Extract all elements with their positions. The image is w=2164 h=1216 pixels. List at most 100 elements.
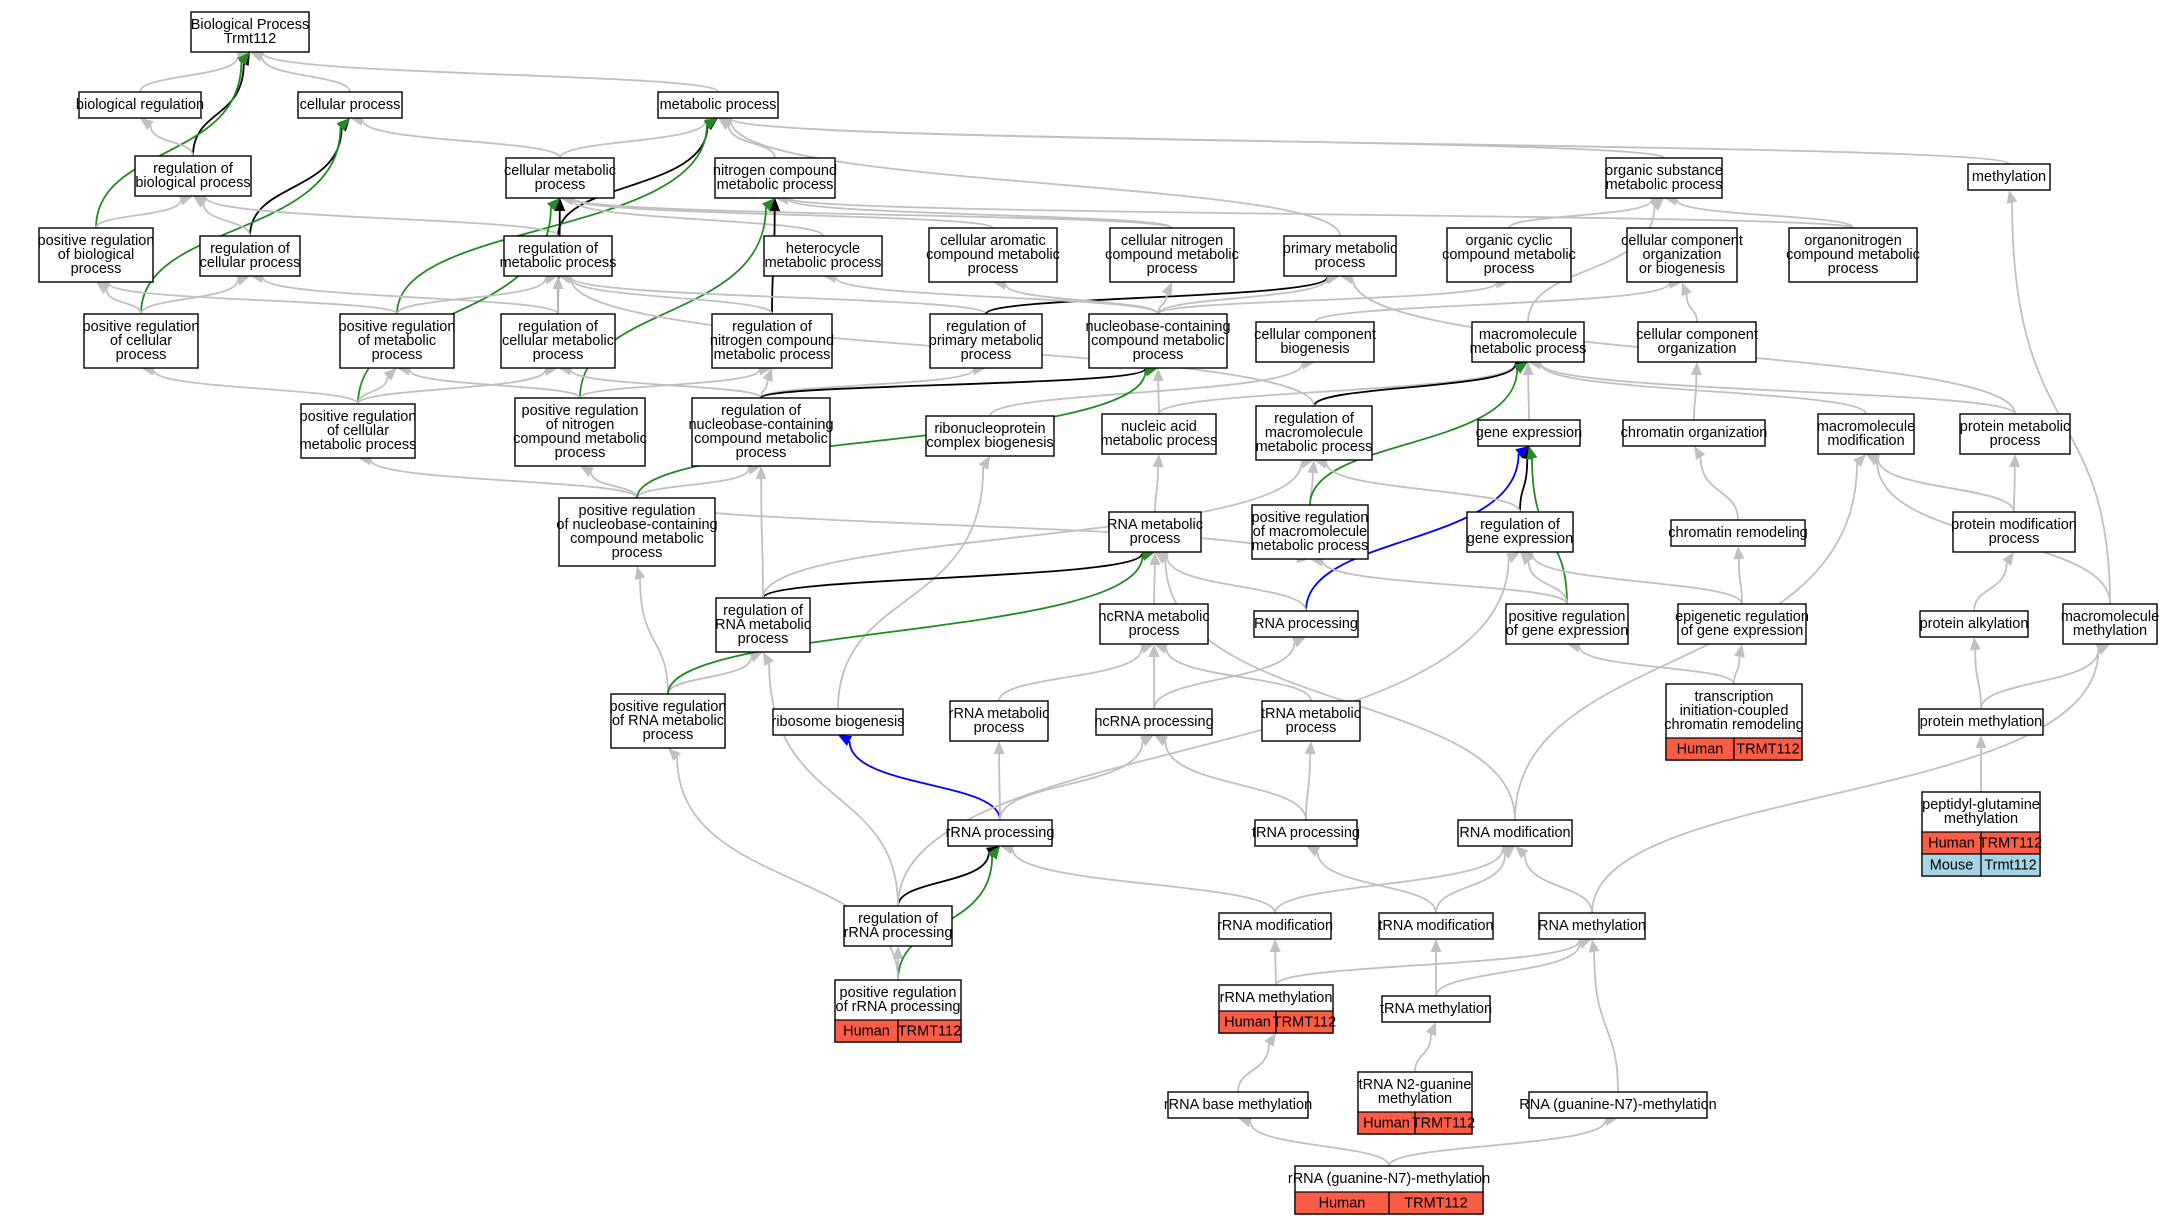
go-term-node[interactable]: rRNA processing (946, 819, 1055, 847)
node-box (503, 235, 613, 277)
go-term-node[interactable]: tRNA processing (1252, 819, 1360, 847)
node-label-line: transcription (1695, 689, 1774, 705)
go-term-node[interactable]: biological regulation (76, 91, 204, 119)
node-box (300, 403, 416, 459)
go-term-node[interactable]: RNA modification (1457, 819, 1573, 847)
node-label-line: positive regulation (1252, 510, 1369, 526)
node-box (1605, 157, 1723, 199)
go-term-node[interactable]: transcriptioninitiation-coupledchromatin… (1664, 683, 1804, 761)
node-label-line: process (1133, 347, 1184, 363)
node-label-line: compound metabolic (1091, 333, 1225, 349)
go-term-node[interactable]: chromatin remodeling (1668, 519, 1808, 547)
go-term-node[interactable]: regulation ofnucleobase-containingcompou… (688, 397, 834, 467)
go-term-node[interactable]: protein methylation (1918, 708, 2044, 736)
gene-cell (1733, 737, 1803, 761)
node-label-line: positive regulation (610, 699, 727, 715)
go-term-node[interactable]: cellular process (297, 91, 403, 119)
edge-rrnamod-to-rnamod (1274, 844, 1515, 914)
go-term-node[interactable]: ribosome biogenesis (772, 708, 905, 736)
edge-regmacro-to-macromet (1313, 359, 1528, 407)
go-term-node[interactable]: rRNA base methylation (1164, 1091, 1312, 1119)
edge-protmet-to-macromet (1528, 357, 2016, 415)
go-term-node[interactable]: ncRNA processing (1094, 708, 1214, 736)
go-term-node[interactable]: gene expression (1476, 419, 1582, 447)
node-label-line: RNA modification (1459, 825, 1570, 841)
node-box (339, 313, 455, 369)
go-term-node[interactable]: rRNA modification (1217, 912, 1333, 940)
node-box (691, 397, 831, 467)
node-label-line: of gene expression (1506, 623, 1629, 639)
gene-cell (897, 1019, 962, 1043)
go-term-node[interactable]: RNA processing (1253, 610, 1359, 638)
go-term-node[interactable]: tRNA modification (1378, 912, 1494, 940)
node-label-line: tRNA metabolic (1261, 706, 1361, 722)
edge-trnameth-to-rnameth (1435, 938, 1592, 997)
edge-rrnagn7-to-rrnabase (1238, 1116, 1390, 1167)
go-term-node[interactable]: methylation (1967, 163, 2051, 191)
node-label-line: epigenetic regulation (1675, 609, 1809, 625)
go-term-node[interactable]: tRNA methylation (1380, 995, 1492, 1023)
go-term-node[interactable]: RNA methylation (1538, 912, 1646, 940)
go-term-node[interactable]: protein alkylation (1919, 610, 2029, 638)
node-label-line: positive regulation (1509, 609, 1626, 625)
species-label: Human (1319, 1196, 1366, 1212)
go-term-node[interactable]: metabolic process (657, 91, 779, 119)
go-term-node[interactable]: chromatin organization (1621, 419, 1768, 447)
edge-bioreg-to-bp (139, 51, 250, 93)
node-box (1446, 227, 1572, 283)
node-label-line: process (555, 445, 606, 461)
edge-regrnamet-to-rnamet (762, 548, 1155, 599)
go-term-node[interactable]: RNA (guanine-N7)-methylation (1519, 1091, 1717, 1119)
